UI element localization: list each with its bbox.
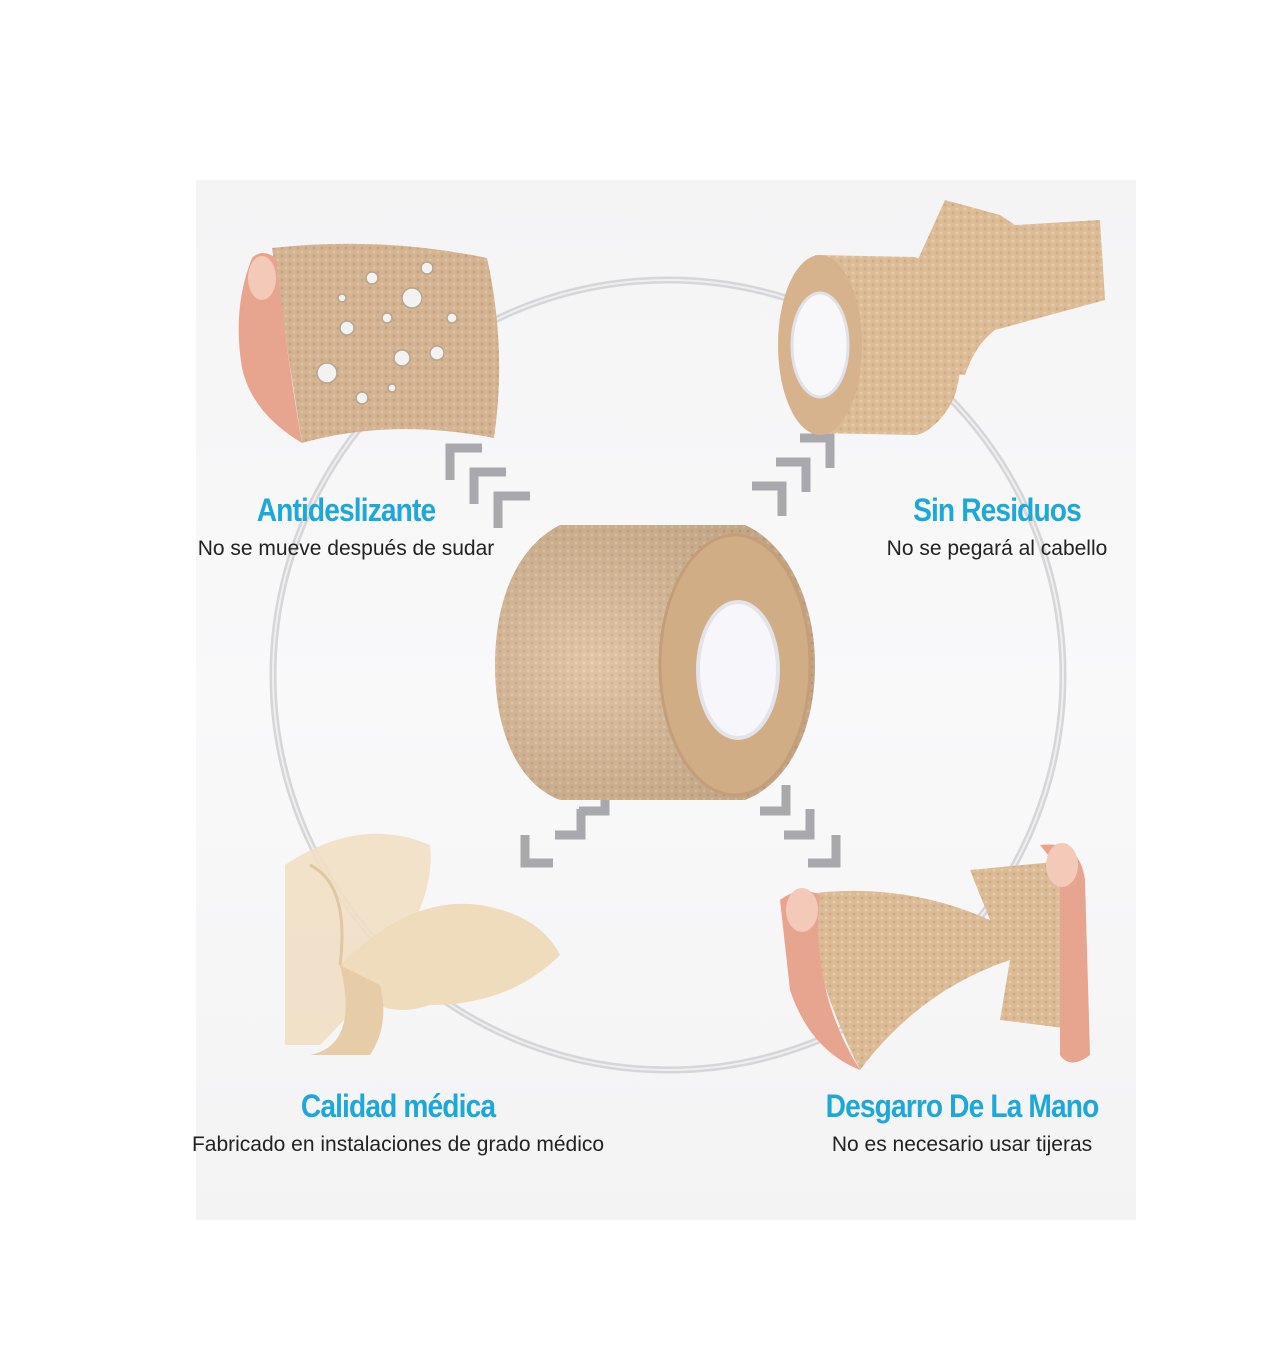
feature-description: No es necesario usar tijeras — [831, 1133, 1093, 1156]
feature-description: No se mueve después de sudar — [197, 537, 495, 560]
feature-sin-residuos: Sin Residuos No se pegará al cabello — [862, 492, 1132, 561]
feature-title: Antideslizante — [256, 492, 436, 528]
arrow-down-right-icon — [760, 785, 841, 868]
feature-calidad-medica: Calidad médica Fabricado en instalacione… — [186, 1088, 610, 1157]
arrow-up-right-icon — [752, 433, 835, 516]
feature-antideslizante: Antideslizante No se mueve después de su… — [186, 492, 506, 561]
folded-tape-image — [285, 833, 560, 1055]
feature-desgarro-de-la-mano: Desgarro De La Mano No es necesario usar… — [806, 1088, 1118, 1157]
feature-description: Fabricado en instalaciones de grado médi… — [191, 1133, 605, 1156]
feature-description: No se pegará al cabello — [886, 537, 1108, 560]
feature-title: Calidad médica — [300, 1088, 496, 1124]
feature-title: Desgarro De La Mano — [825, 1088, 1100, 1124]
hand-tearing-image — [780, 843, 1090, 1070]
feature-title: Sin Residuos — [913, 492, 1082, 528]
arrow-up-left-icon — [445, 443, 530, 528]
tape-roll-image — [495, 525, 815, 800]
water-drops-image — [238, 243, 500, 443]
unrolling-tape-image — [778, 200, 1105, 435]
